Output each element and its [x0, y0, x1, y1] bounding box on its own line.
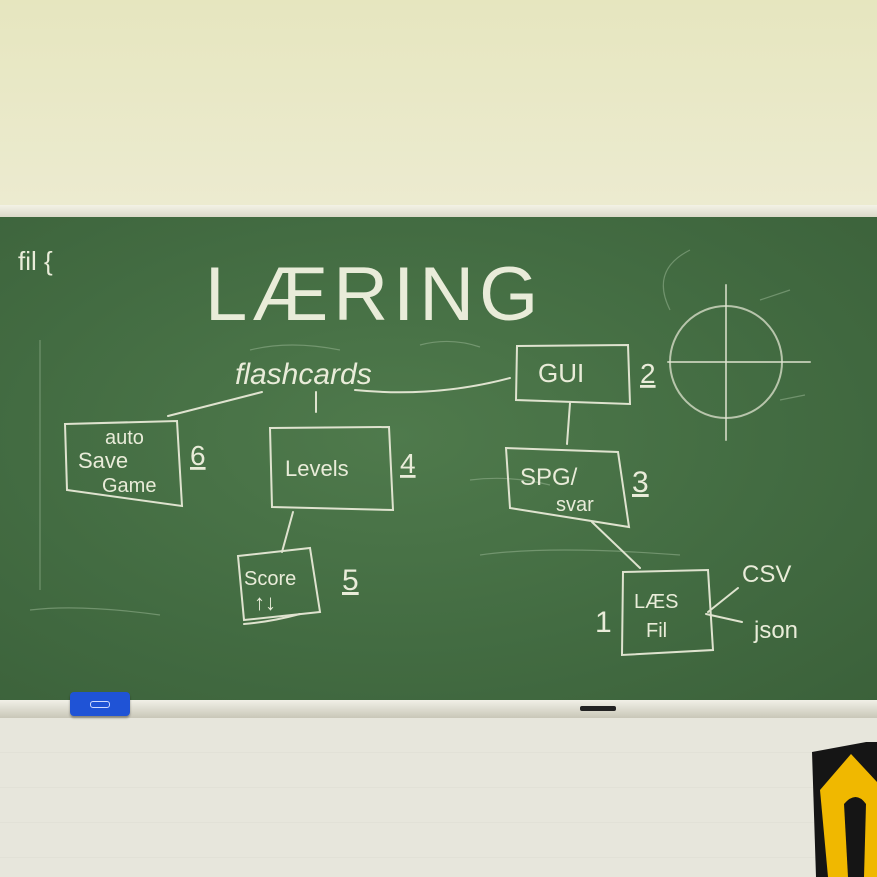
chalkboard	[0, 217, 877, 703]
marker-pen	[580, 706, 616, 711]
warning-sign	[812, 742, 877, 877]
crosshair-drawing	[667, 284, 811, 441]
score-line1: Score	[244, 568, 296, 590]
autosave-line1: auto	[105, 427, 144, 449]
connector-flashcards-gui	[354, 377, 511, 394]
corner-note: fil {	[18, 246, 53, 276]
board-eraser	[70, 692, 130, 716]
score-number: 5	[342, 564, 359, 597]
score-line2: ↑↓	[254, 590, 276, 615]
connector-levels-score	[281, 511, 294, 553]
board-frame	[0, 205, 877, 219]
spg-line1: SPG/	[520, 464, 578, 491]
node-gui: GUI 2	[514, 343, 656, 406]
levels-label: Levels	[285, 456, 349, 481]
flashcards-label: flashcards	[235, 358, 372, 391]
spg-number: 3	[632, 466, 649, 499]
autosave-line2: Save	[78, 448, 128, 473]
format-csv: CSV	[742, 561, 791, 588]
title-laering: LÆRING	[205, 252, 543, 337]
file-line2: Fil	[646, 620, 667, 642]
wall-bottom	[0, 718, 877, 877]
node-spg: SPG/ svar 3	[504, 446, 649, 529]
gui-label: GUI	[538, 358, 584, 388]
node-score: Score ↑↓ 5	[236, 546, 359, 625]
autosave-number: 6	[190, 440, 206, 471]
file-number: 1	[595, 606, 612, 639]
wall-top	[0, 0, 877, 208]
spg-line2: svar	[556, 494, 594, 516]
node-file: LÆS Fil 1	[595, 568, 715, 657]
connector-flashcards-autosave	[167, 391, 263, 417]
format-json: json	[753, 617, 798, 644]
autosave-line3: Game	[102, 475, 156, 497]
node-levels: Levels 4	[268, 425, 416, 512]
connector-spg-file	[591, 521, 641, 569]
gui-number: 2	[640, 358, 656, 389]
chalk-tray	[0, 700, 877, 718]
connector-gui-spg	[566, 402, 571, 445]
file-line1: LÆS	[634, 591, 678, 613]
levels-number: 4	[400, 448, 416, 479]
connector-file-formats	[705, 587, 743, 623]
node-autosave: auto Save Game 6	[63, 419, 206, 508]
